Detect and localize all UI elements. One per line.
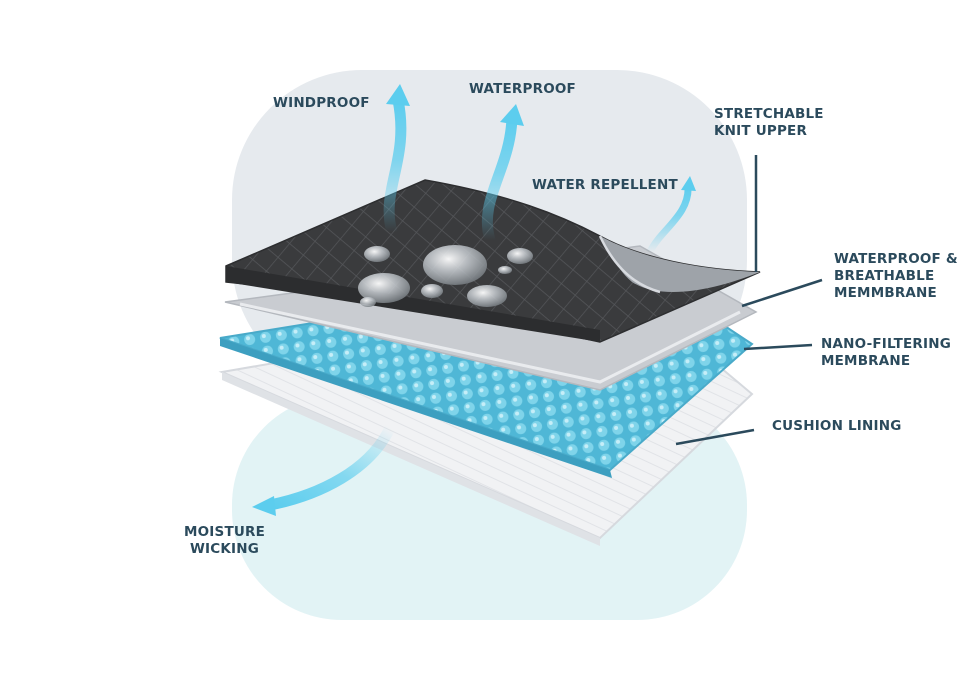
- waterproof-arrow-icon: [481, 112, 518, 246]
- windproof-arrow-icon: [383, 94, 407, 238]
- stretchable-knit-upper-label: STRETCHABLE KNIT UPPER: [714, 106, 824, 140]
- moisture-label-line1: MOISTURE: [184, 524, 266, 540]
- membrane-label-line3: MEMMBRANE: [834, 285, 937, 301]
- nano-label-line1: NANO-FILTERING: [821, 336, 952, 352]
- water-repellent-label: WATER REPELLENT: [532, 177, 678, 193]
- water-repellent-arrow-icon: [646, 182, 692, 256]
- nano-filtering-label: NANO-FILTERING MEMBRANE: [821, 336, 951, 370]
- nano-label-line2: MEMBRANE: [821, 353, 911, 369]
- membrane-label-line2: BREATHABLE: [834, 268, 935, 284]
- cushion-leader-line: [675, 428, 755, 446]
- moisture-label-line2: WICKING: [189, 541, 260, 557]
- knit-upper-curl: [600, 236, 760, 293]
- moisture-wicking-label: MOISTURE WICKING: [184, 524, 265, 558]
- membrane-label-line1: WATERPROOF &: [834, 251, 958, 267]
- cushion-lining-label: CUSHION LINING: [772, 418, 902, 434]
- membrane-leader-line: [741, 278, 823, 308]
- moisture-wicking-arrow-icon: [264, 422, 396, 511]
- nano-leader-line: [743, 343, 813, 351]
- windproof-label: WINDPROOF: [273, 95, 370, 111]
- waterproof-label: WATERPROOF: [469, 81, 576, 97]
- water-droplets-icon: [358, 245, 533, 307]
- breathable-membrane-label: WATERPROOF & BREATHABLE MEMMBRANE: [834, 251, 958, 302]
- stretchable-label-line1: STRETCHABLE: [714, 106, 824, 122]
- stretchable-label-line2: KNIT UPPER: [714, 123, 808, 139]
